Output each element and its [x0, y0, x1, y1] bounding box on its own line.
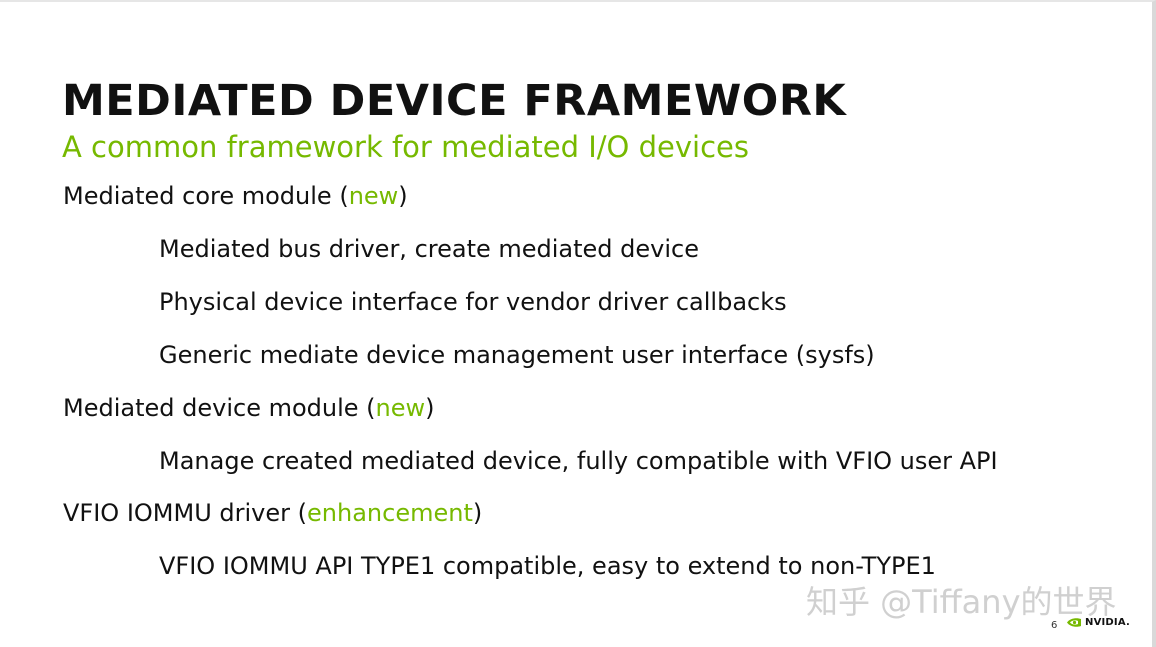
slide-title: MEDIATED DEVICE FRAMEWORK: [62, 76, 847, 126]
section-tag: new: [375, 394, 426, 422]
bullet-item: Generic mediate device management user i…: [159, 341, 875, 369]
section-label: Mediated device module: [63, 394, 359, 422]
nvidia-logo-text: NVIDIA.: [1085, 617, 1130, 628]
section-device-module: Mediated device module (new): [63, 394, 435, 422]
section-label: Mediated core module: [63, 182, 332, 210]
page-number: 6: [1051, 620, 1058, 631]
bullet-item: Manage created mediated device, fully co…: [159, 447, 998, 475]
slide-subtitle: A common framework for mediated I/O devi…: [62, 130, 749, 164]
section-label: VFIO IOMMU driver: [63, 499, 291, 527]
section-tag: new: [348, 182, 399, 210]
bullet-item: VFIO IOMMU API TYPE1 compatible, easy to…: [159, 552, 936, 580]
section-tag: enhancement: [307, 499, 473, 527]
bullet-item: Physical device interface for vendor dri…: [159, 288, 787, 316]
section-iommu-driver: VFIO IOMMU driver (enhancement): [63, 499, 483, 527]
nvidia-logo: NVIDIA.: [1066, 617, 1130, 628]
section-core-module: Mediated core module (new): [63, 182, 408, 210]
watermark: 知乎 @Tiffany的世界: [806, 583, 1117, 621]
bullet-item: Mediated bus driver, create mediated dev…: [159, 235, 699, 263]
nvidia-eye-icon: [1067, 618, 1081, 627]
